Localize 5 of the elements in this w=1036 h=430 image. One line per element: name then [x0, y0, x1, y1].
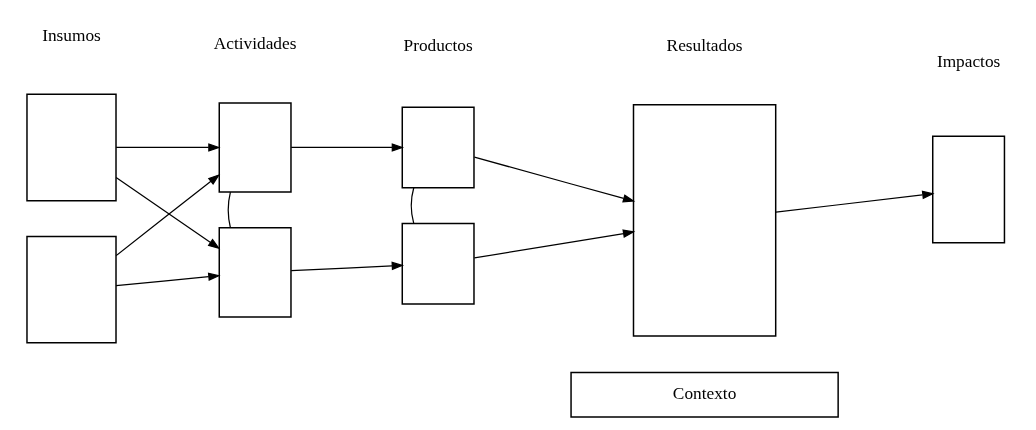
label: Productos: [403, 35, 473, 55]
label: Insumos: [41, 25, 101, 45]
label: Impactos: [936, 51, 1000, 71]
label: Resultados: [666, 35, 743, 55]
label: Actividades: [213, 33, 296, 53]
